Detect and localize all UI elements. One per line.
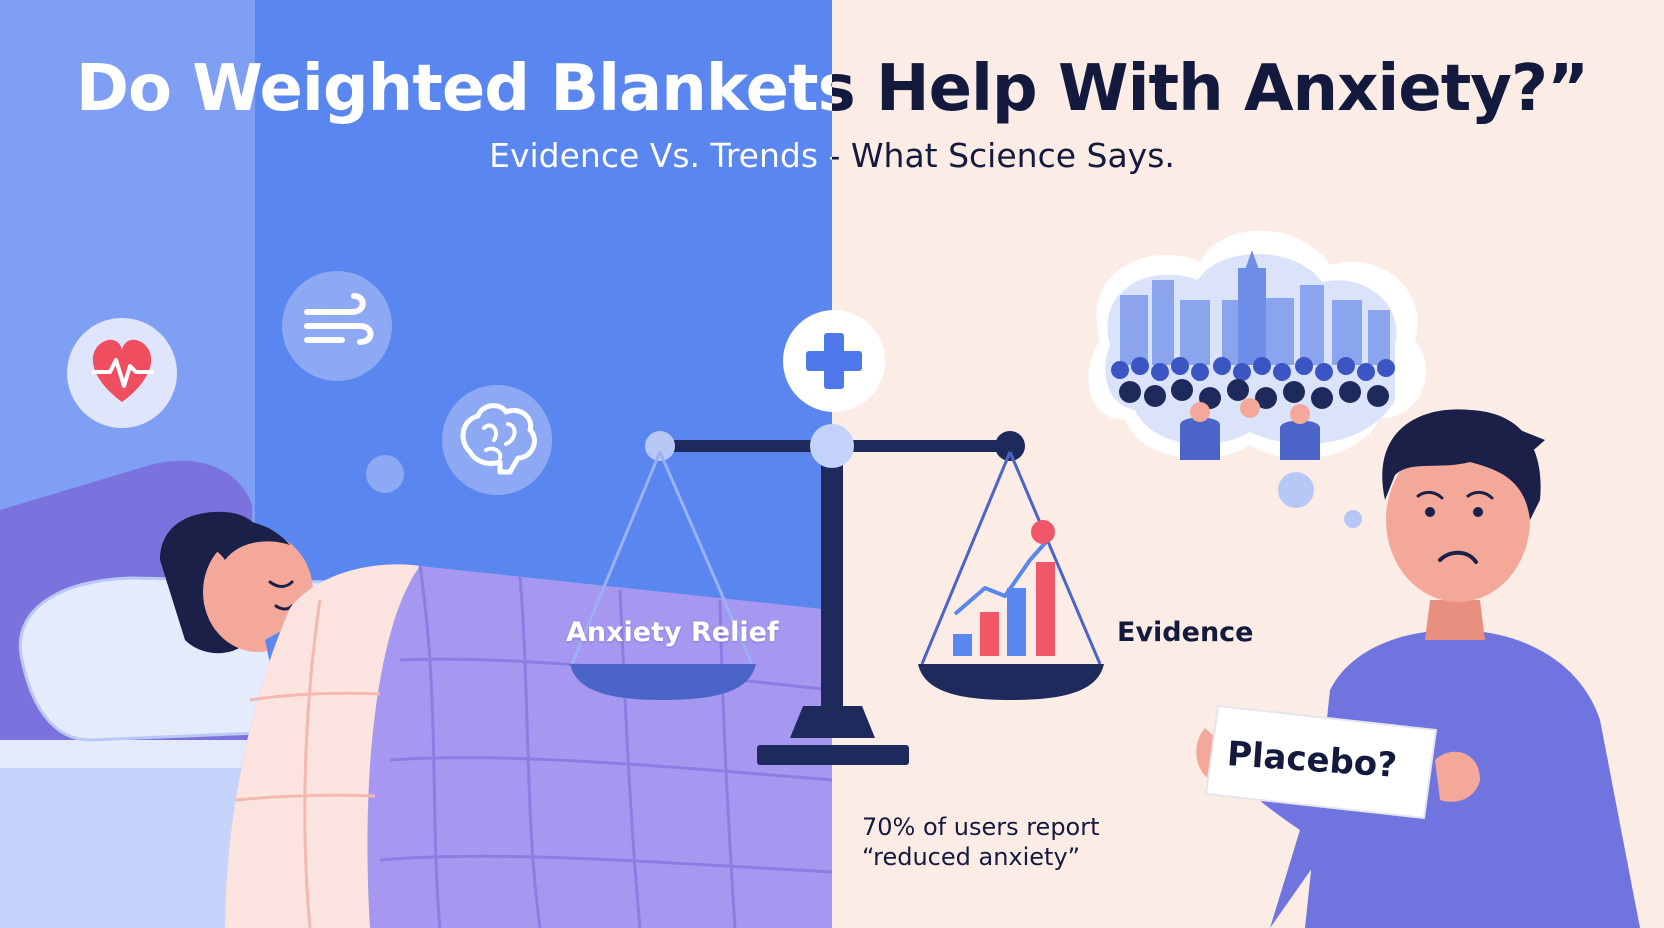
statistic-line-2: “reduced anxiety” — [862, 843, 1081, 871]
bar-chart-icon — [953, 520, 1055, 656]
anxiety-relief-label: Anxiety Relief — [566, 617, 779, 648]
brain-icon — [442, 385, 552, 495]
heartbeat-icon — [67, 318, 177, 428]
page-subtitle: Evidence Vs. Trends - What Science Says. — [0, 136, 1664, 175]
page-title: Do Weighted Blankets Help With Anxiety?” — [0, 52, 1664, 126]
user-statistic: 70% of users report “reduced anxiety” — [862, 812, 1100, 872]
breathing-icon — [282, 271, 392, 381]
balance-scale — [570, 424, 1104, 765]
evidence-label: Evidence — [1117, 617, 1254, 648]
weighted-blanket — [225, 564, 833, 928]
thought-bubble — [1088, 230, 1427, 528]
medical-cross-icon — [783, 310, 885, 412]
title-block: Do Weighted Blankets Help With Anxiety?”… — [0, 52, 1664, 175]
statistic-line-1: 70% of users report — [862, 813, 1100, 841]
placebo-sign — [1204, 704, 1438, 820]
floating-dot — [366, 455, 404, 493]
